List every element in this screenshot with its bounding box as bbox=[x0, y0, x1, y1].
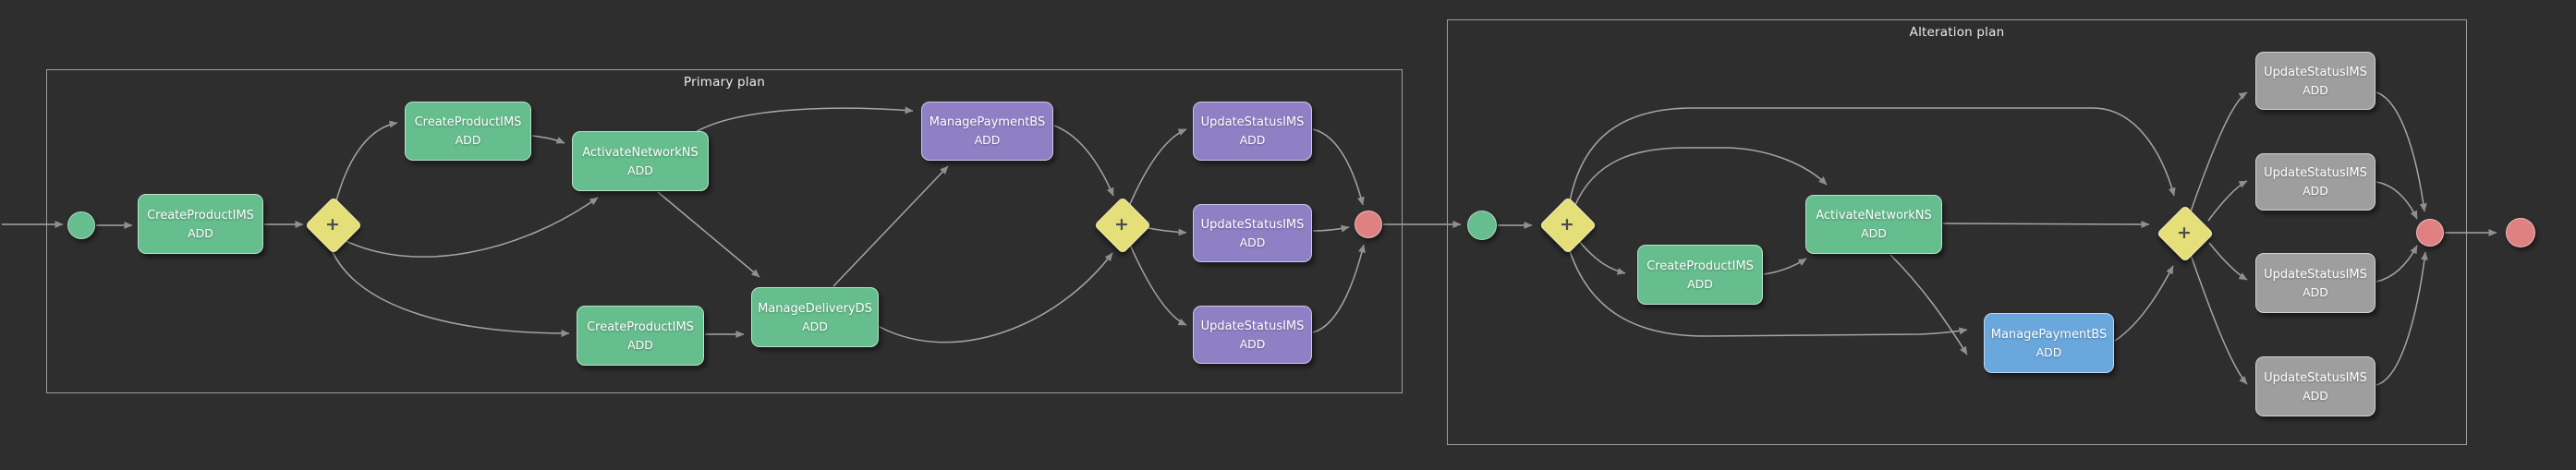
task-action-label: ADD bbox=[2303, 82, 2328, 97]
task-label: UpdateStatusIMS bbox=[2264, 166, 2367, 180]
node-p-update-status-1[interactable]: UpdateStatusIMS ADD bbox=[1193, 102, 1312, 161]
group-primary-plan: Primary plan bbox=[46, 69, 1403, 393]
node-p-create-product-2[interactable]: CreateProductIMS ADD bbox=[405, 102, 531, 161]
node-p-start-event[interactable] bbox=[67, 211, 95, 239]
task-action-label: ADD bbox=[1239, 336, 1266, 351]
task-action-label: ADD bbox=[627, 163, 653, 177]
task-action-label: ADD bbox=[2303, 284, 2328, 299]
node-p-create-product-1[interactable]: CreateProductIMS ADD bbox=[138, 194, 263, 254]
node-a-gateway-join[interactable]: + bbox=[2156, 204, 2215, 263]
node-p-activate-network[interactable]: ActivateNetworkNS ADD bbox=[572, 131, 709, 191]
node-a-end-event-1[interactable] bbox=[2416, 219, 2444, 247]
task-action-label: ADD bbox=[802, 319, 828, 333]
plus-icon: + bbox=[325, 214, 340, 235]
task-action-label: ADD bbox=[627, 337, 653, 352]
node-a-start-event[interactable] bbox=[1467, 211, 1497, 240]
task-action-label: ADD bbox=[1687, 276, 1713, 291]
task-label: UpdateStatusIMS bbox=[1200, 319, 1305, 333]
node-p-create-product-3[interactable]: CreateProductIMS ADD bbox=[577, 306, 704, 366]
node-a-update-status-3[interactable]: UpdateStatusIMS ADD bbox=[2255, 253, 2376, 313]
task-action-label: ADD bbox=[188, 225, 213, 240]
task-action-label: ADD bbox=[974, 133, 1001, 147]
plus-icon: + bbox=[1560, 214, 1574, 235]
node-p-gateway-join[interactable]: + bbox=[1093, 196, 1152, 255]
plus-icon: + bbox=[1114, 214, 1129, 235]
task-label: UpdateStatusIMS bbox=[2264, 65, 2367, 79]
node-a-end-event-2[interactable] bbox=[2506, 218, 2535, 247]
task-label: ManagePaymentBS bbox=[929, 115, 1046, 129]
node-a-manage-payment[interactable]: ManagePaymentBS ADD bbox=[1984, 313, 2114, 373]
task-label: ManagePaymentBS bbox=[1990, 327, 2108, 342]
task-label: ActivateNetworkNS bbox=[582, 145, 699, 160]
task-action-label: ADD bbox=[455, 133, 481, 147]
task-action-label: ADD bbox=[2035, 344, 2062, 359]
task-action-label: ADD bbox=[2303, 184, 2328, 198]
task-label: CreateProductIMS bbox=[587, 319, 694, 334]
task-label: CreateProductIMS bbox=[147, 208, 254, 223]
task-label: UpdateStatusIMS bbox=[1200, 217, 1305, 232]
group-label: Alteration plan bbox=[1909, 25, 2005, 40]
node-a-update-status-1[interactable]: UpdateStatusIMS ADD bbox=[2255, 52, 2376, 110]
node-p-manage-delivery[interactable]: ManageDeliveryDS ADD bbox=[751, 287, 879, 347]
plus-icon: + bbox=[2177, 223, 2192, 243]
group-alteration-plan: Alteration plan bbox=[1447, 19, 2467, 445]
task-label: CreateProductIMS bbox=[1646, 259, 1754, 273]
task-action-label: ADD bbox=[1239, 235, 1266, 249]
group-label: Primary plan bbox=[683, 75, 765, 90]
task-label: CreateProductIMS bbox=[414, 115, 522, 129]
task-action-label: ADD bbox=[2303, 388, 2328, 403]
task-label: ManageDeliveryDS bbox=[758, 301, 872, 316]
task-label: UpdateStatusIMS bbox=[2264, 370, 2367, 385]
node-p-manage-payment[interactable]: ManagePaymentBS ADD bbox=[921, 102, 1053, 161]
node-p-update-status-3[interactable]: UpdateStatusIMS ADD bbox=[1193, 306, 1312, 364]
node-a-update-status-4[interactable]: UpdateStatusIMS ADD bbox=[2255, 356, 2376, 416]
task-label: ActivateNetworkNS bbox=[1816, 209, 1932, 223]
node-a-update-status-2[interactable]: UpdateStatusIMS ADD bbox=[2255, 153, 2376, 211]
task-action-label: ADD bbox=[1861, 226, 1887, 240]
node-a-activate-network[interactable]: ActivateNetworkNS ADD bbox=[1805, 195, 1942, 254]
node-a-create-product[interactable]: CreateProductIMS ADD bbox=[1637, 245, 1763, 305]
node-p-update-status-2[interactable]: UpdateStatusIMS ADD bbox=[1193, 204, 1312, 262]
node-p-gateway-split[interactable]: + bbox=[304, 196, 363, 255]
node-a-gateway-split[interactable]: + bbox=[1538, 196, 1598, 255]
task-label: UpdateStatusIMS bbox=[1200, 115, 1305, 129]
task-action-label: ADD bbox=[1239, 133, 1266, 147]
node-p-end-event[interactable] bbox=[1355, 211, 1382, 238]
task-label: UpdateStatusIMS bbox=[2264, 267, 2367, 282]
